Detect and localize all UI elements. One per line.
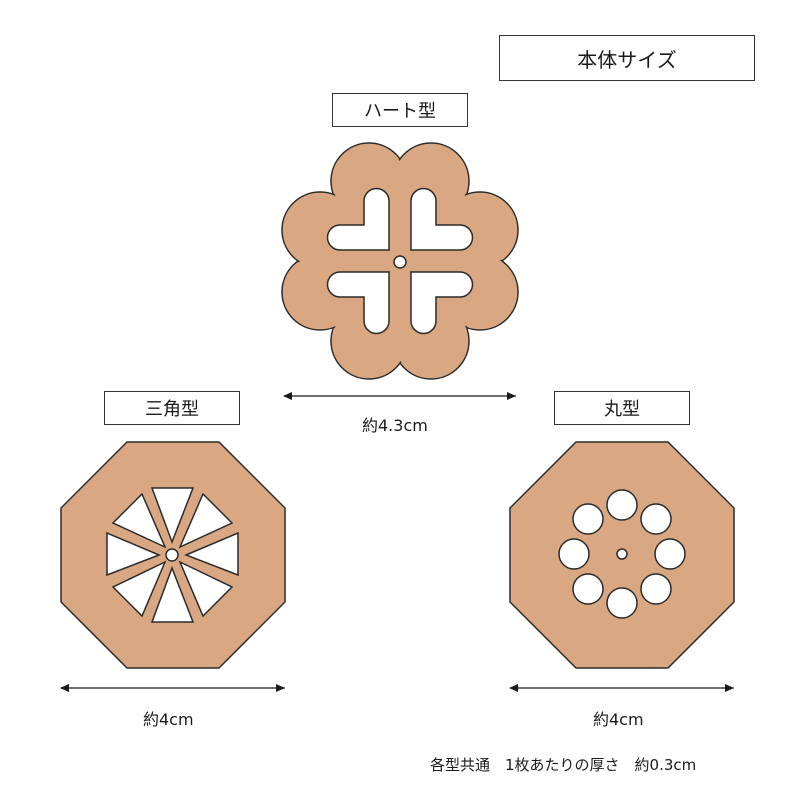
triangle-cutout-2 xyxy=(178,492,234,549)
heart-cutout-top-left xyxy=(326,187,390,251)
round-center-hole xyxy=(616,548,628,560)
round-cutout-3 xyxy=(654,538,686,570)
triangle-width-label: 約4cm xyxy=(143,710,194,729)
title-label: 本体サイズ xyxy=(577,47,677,72)
round-type-label-box: 丸型 xyxy=(554,391,690,425)
triangle-type-label-box: 三角型 xyxy=(104,391,240,425)
round-cutout-6 xyxy=(572,573,604,605)
round-coaster xyxy=(509,441,735,669)
heart-width-label: 約4.3cm xyxy=(362,416,428,435)
round-cutout-7 xyxy=(558,538,590,570)
title-box: 本体サイズ xyxy=(499,35,755,81)
triangle-coaster xyxy=(60,441,286,669)
round-cutout-8 xyxy=(572,503,604,535)
triangle-cutout-7 xyxy=(106,531,162,577)
round-cutout-5 xyxy=(606,587,638,619)
round-cutout-4 xyxy=(640,573,672,605)
triangle-type-label: 三角型 xyxy=(145,399,199,420)
round-cutout-1 xyxy=(606,489,638,521)
triangle-cutout-4 xyxy=(178,560,234,618)
triangle-cutout-3 xyxy=(183,531,239,577)
heart-cutout-bottom-right xyxy=(410,271,474,335)
thickness-footnote: 各型共通 1枚あたりの厚さ 約0.3cm xyxy=(430,756,697,774)
heart-type-label-box: ハート型 xyxy=(332,93,468,127)
triangle-center-hole xyxy=(165,548,179,562)
round-cutout-2 xyxy=(640,503,672,535)
heart-cutout-bottom-left xyxy=(326,271,390,335)
heart-coaster xyxy=(281,142,519,380)
round-width-label: 約4cm xyxy=(593,710,644,729)
triangle-cutout-5 xyxy=(150,565,195,623)
triangle-cutout-6 xyxy=(111,560,167,618)
round-type-label: 丸型 xyxy=(604,399,640,420)
triangle-cutout-8 xyxy=(111,492,167,549)
heart-center-hole xyxy=(393,255,407,269)
heart-type-label: ハート型 xyxy=(364,101,436,122)
heart-cutout-top-right xyxy=(410,187,474,251)
triangle-cutout-1 xyxy=(150,487,195,545)
